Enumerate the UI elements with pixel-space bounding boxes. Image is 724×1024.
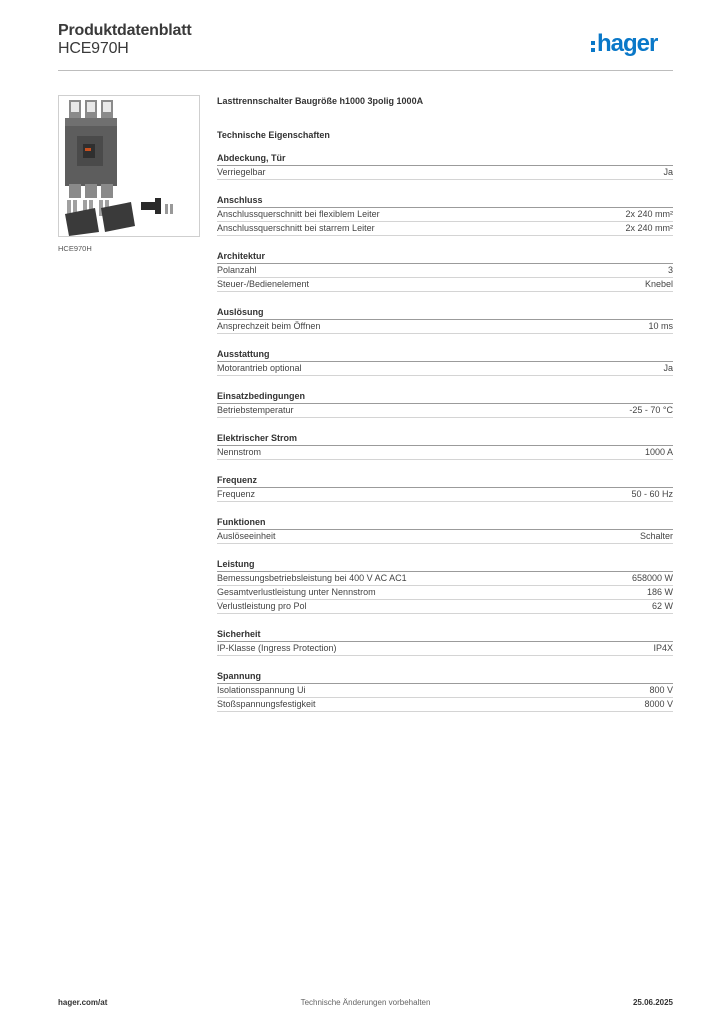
group-title: Abdeckung, Tür: [217, 152, 673, 166]
property-label: Frequenz: [217, 489, 256, 499]
property-label: Auslöseeinheit: [217, 531, 276, 541]
property-row: Nennstrom 1000 A: [217, 446, 673, 460]
hager-logo: hager: [591, 30, 673, 56]
property-value: 2x 240 mm²: [625, 209, 673, 219]
property-value: 3: [667, 265, 673, 275]
property-row: Stoßspannungsfestigkeit 8000 V: [217, 698, 673, 712]
group-title: Elektrischer Strom: [217, 432, 673, 446]
property-row: Gesamtverlustleistung unter Nennstrom 186…: [217, 586, 673, 600]
property-value: 800 V: [649, 685, 673, 695]
product-name: Lasttrennschalter Baugröße h1000 3polig …: [217, 96, 424, 106]
document-title: Produktdatenblatt: [58, 22, 192, 39]
property-label: Betriebstemperatur: [217, 405, 294, 415]
group-title: Ausstattung: [217, 348, 673, 362]
property-label: Isolationsspannung Ui: [217, 685, 306, 695]
footer-website: hager.com/at: [58, 998, 108, 1007]
property-row: Verriegelbar Ja: [217, 166, 673, 180]
property-row: Verlustleistung pro Pol 62 W: [217, 600, 673, 614]
footer-date: 25.06.2025: [632, 998, 673, 1007]
property-row: Auslöseeinheit Schalter: [217, 530, 673, 544]
property-label: IP-Klasse (Ingress Protection): [217, 643, 337, 653]
property-row: IP-Klasse (Ingress Protection) IP4X: [217, 642, 673, 656]
property-row: Anschlussquerschnitt bei flexiblem Leite…: [217, 208, 673, 222]
group-title: Funktionen: [217, 516, 673, 530]
property-label: Stoßspannungsfestigkeit: [217, 699, 316, 709]
property-value: Knebel: [644, 279, 673, 289]
datasheet-content: Lasttrennschalter Baugröße h1000 3polig …: [217, 96, 673, 712]
property-value: 62 W: [651, 601, 673, 611]
property-label: Nennstrom: [217, 447, 262, 457]
property-row: Steuer-/Bedienelement Knebel: [217, 278, 673, 292]
property-value: 658000 W: [631, 573, 673, 583]
group-title: Einsatzbedingungen: [217, 390, 673, 404]
property-label: Verriegelbar: [217, 167, 266, 177]
group-title: Auslösung: [217, 306, 673, 320]
property-row: Frequenz 50 - 60 Hz: [217, 488, 673, 502]
property-value: IP4X: [653, 643, 673, 653]
property-value: Ja: [663, 167, 673, 177]
property-label: Anschlussquerschnitt bei flexiblem Leite…: [217, 209, 380, 219]
logo-dots-icon: [591, 41, 595, 56]
property-label: Gesamtverlustleistung unter Nennstrom: [217, 587, 376, 597]
property-value: 50 - 60 Hz: [631, 489, 673, 499]
group-title: Frequenz: [217, 474, 673, 488]
property-label: Anschlussquerschnitt bei starrem Leiter: [217, 223, 375, 233]
property-value: 2x 240 mm²: [625, 223, 673, 233]
article-number: HCE970H: [58, 40, 129, 57]
property-value: 10 ms: [648, 321, 673, 331]
group-title: Sicherheit: [217, 628, 673, 642]
footer-note: Technische Änderungen vorbehalten: [300, 998, 431, 1007]
logo-text: hager: [597, 30, 658, 57]
property-label: Polanzahl: [217, 265, 257, 275]
group-title: Leistung: [217, 558, 673, 572]
property-value: Schalter: [639, 531, 673, 541]
property-value: Ja: [663, 363, 673, 373]
property-row: Betriebstemperatur -25 - 70 °C: [217, 404, 673, 418]
property-row: Ansprechzeit beim Öffnen 10 ms: [217, 320, 673, 334]
property-row: Motorantrieb optional Ja: [217, 362, 673, 376]
property-label: Bemessungsbetriebsleistung bei 400 V AC …: [217, 573, 407, 583]
property-value: -25 - 70 °C: [629, 405, 673, 415]
property-label: Motorantrieb optional: [217, 363, 302, 373]
property-label: Verlustleistung pro Pol: [217, 601, 307, 611]
property-value: 1000 A: [644, 447, 673, 457]
circuit-breaker-image: [65, 100, 173, 236]
property-row: Bemessungsbetriebsleistung bei 400 V AC …: [217, 572, 673, 586]
property-row: Anschlussquerschnitt bei starrem Leiter 2…: [217, 222, 673, 236]
page-header: Produktdatenblatt HCE970H hager: [58, 22, 673, 71]
group-title: Architektur: [217, 250, 673, 264]
product-image: [58, 95, 200, 237]
property-row: Isolationsspannung Ui 800 V: [217, 684, 673, 698]
property-value: 8000 V: [644, 699, 673, 709]
product-image-caption: HCE970H: [58, 244, 92, 253]
group-title: Anschluss: [217, 194, 673, 208]
property-row: Polanzahl 3: [217, 264, 673, 278]
group-title: Spannung: [217, 670, 673, 684]
section-title: Technische Eigenschaften: [217, 130, 330, 140]
property-label: Steuer-/Bedienelement: [217, 279, 310, 289]
property-label: Ansprechzeit beim Öffnen: [217, 321, 321, 331]
property-value: 186 W: [646, 587, 673, 597]
